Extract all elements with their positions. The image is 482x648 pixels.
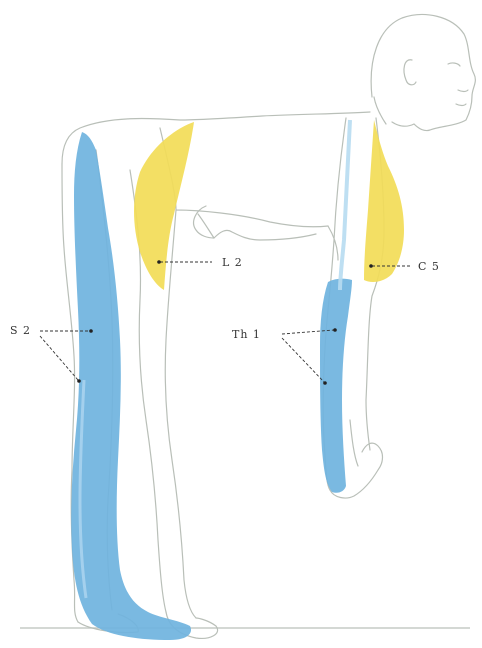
back-outline [62, 112, 370, 164]
dermatome-th1 [320, 279, 352, 493]
leader-th1-lower [282, 338, 324, 382]
dot-s2-upper [89, 329, 93, 333]
label-th1: Th 1 [232, 328, 261, 341]
upper-arm-streak [340, 120, 350, 290]
label-l2: L 2 [222, 256, 243, 269]
dot-th1-lower [323, 381, 327, 385]
face-detail [448, 63, 468, 106]
dermatome-l2 [134, 122, 194, 290]
head-outline [371, 15, 475, 131]
dermatome-c5 [364, 120, 404, 282]
dot-th1-upper [333, 328, 337, 332]
dot-c5 [369, 264, 373, 268]
neck-outline [374, 97, 414, 126]
ear-outline [404, 60, 416, 85]
leader-s2-lower [40, 336, 78, 380]
far-arm [198, 214, 316, 240]
body-outline [62, 15, 475, 639]
dot-s2-lower [77, 379, 81, 383]
front-leg-inner [165, 210, 196, 618]
dot-l2 [157, 260, 161, 264]
label-s2: S 2 [10, 324, 31, 337]
label-c5: C 5 [418, 260, 440, 273]
